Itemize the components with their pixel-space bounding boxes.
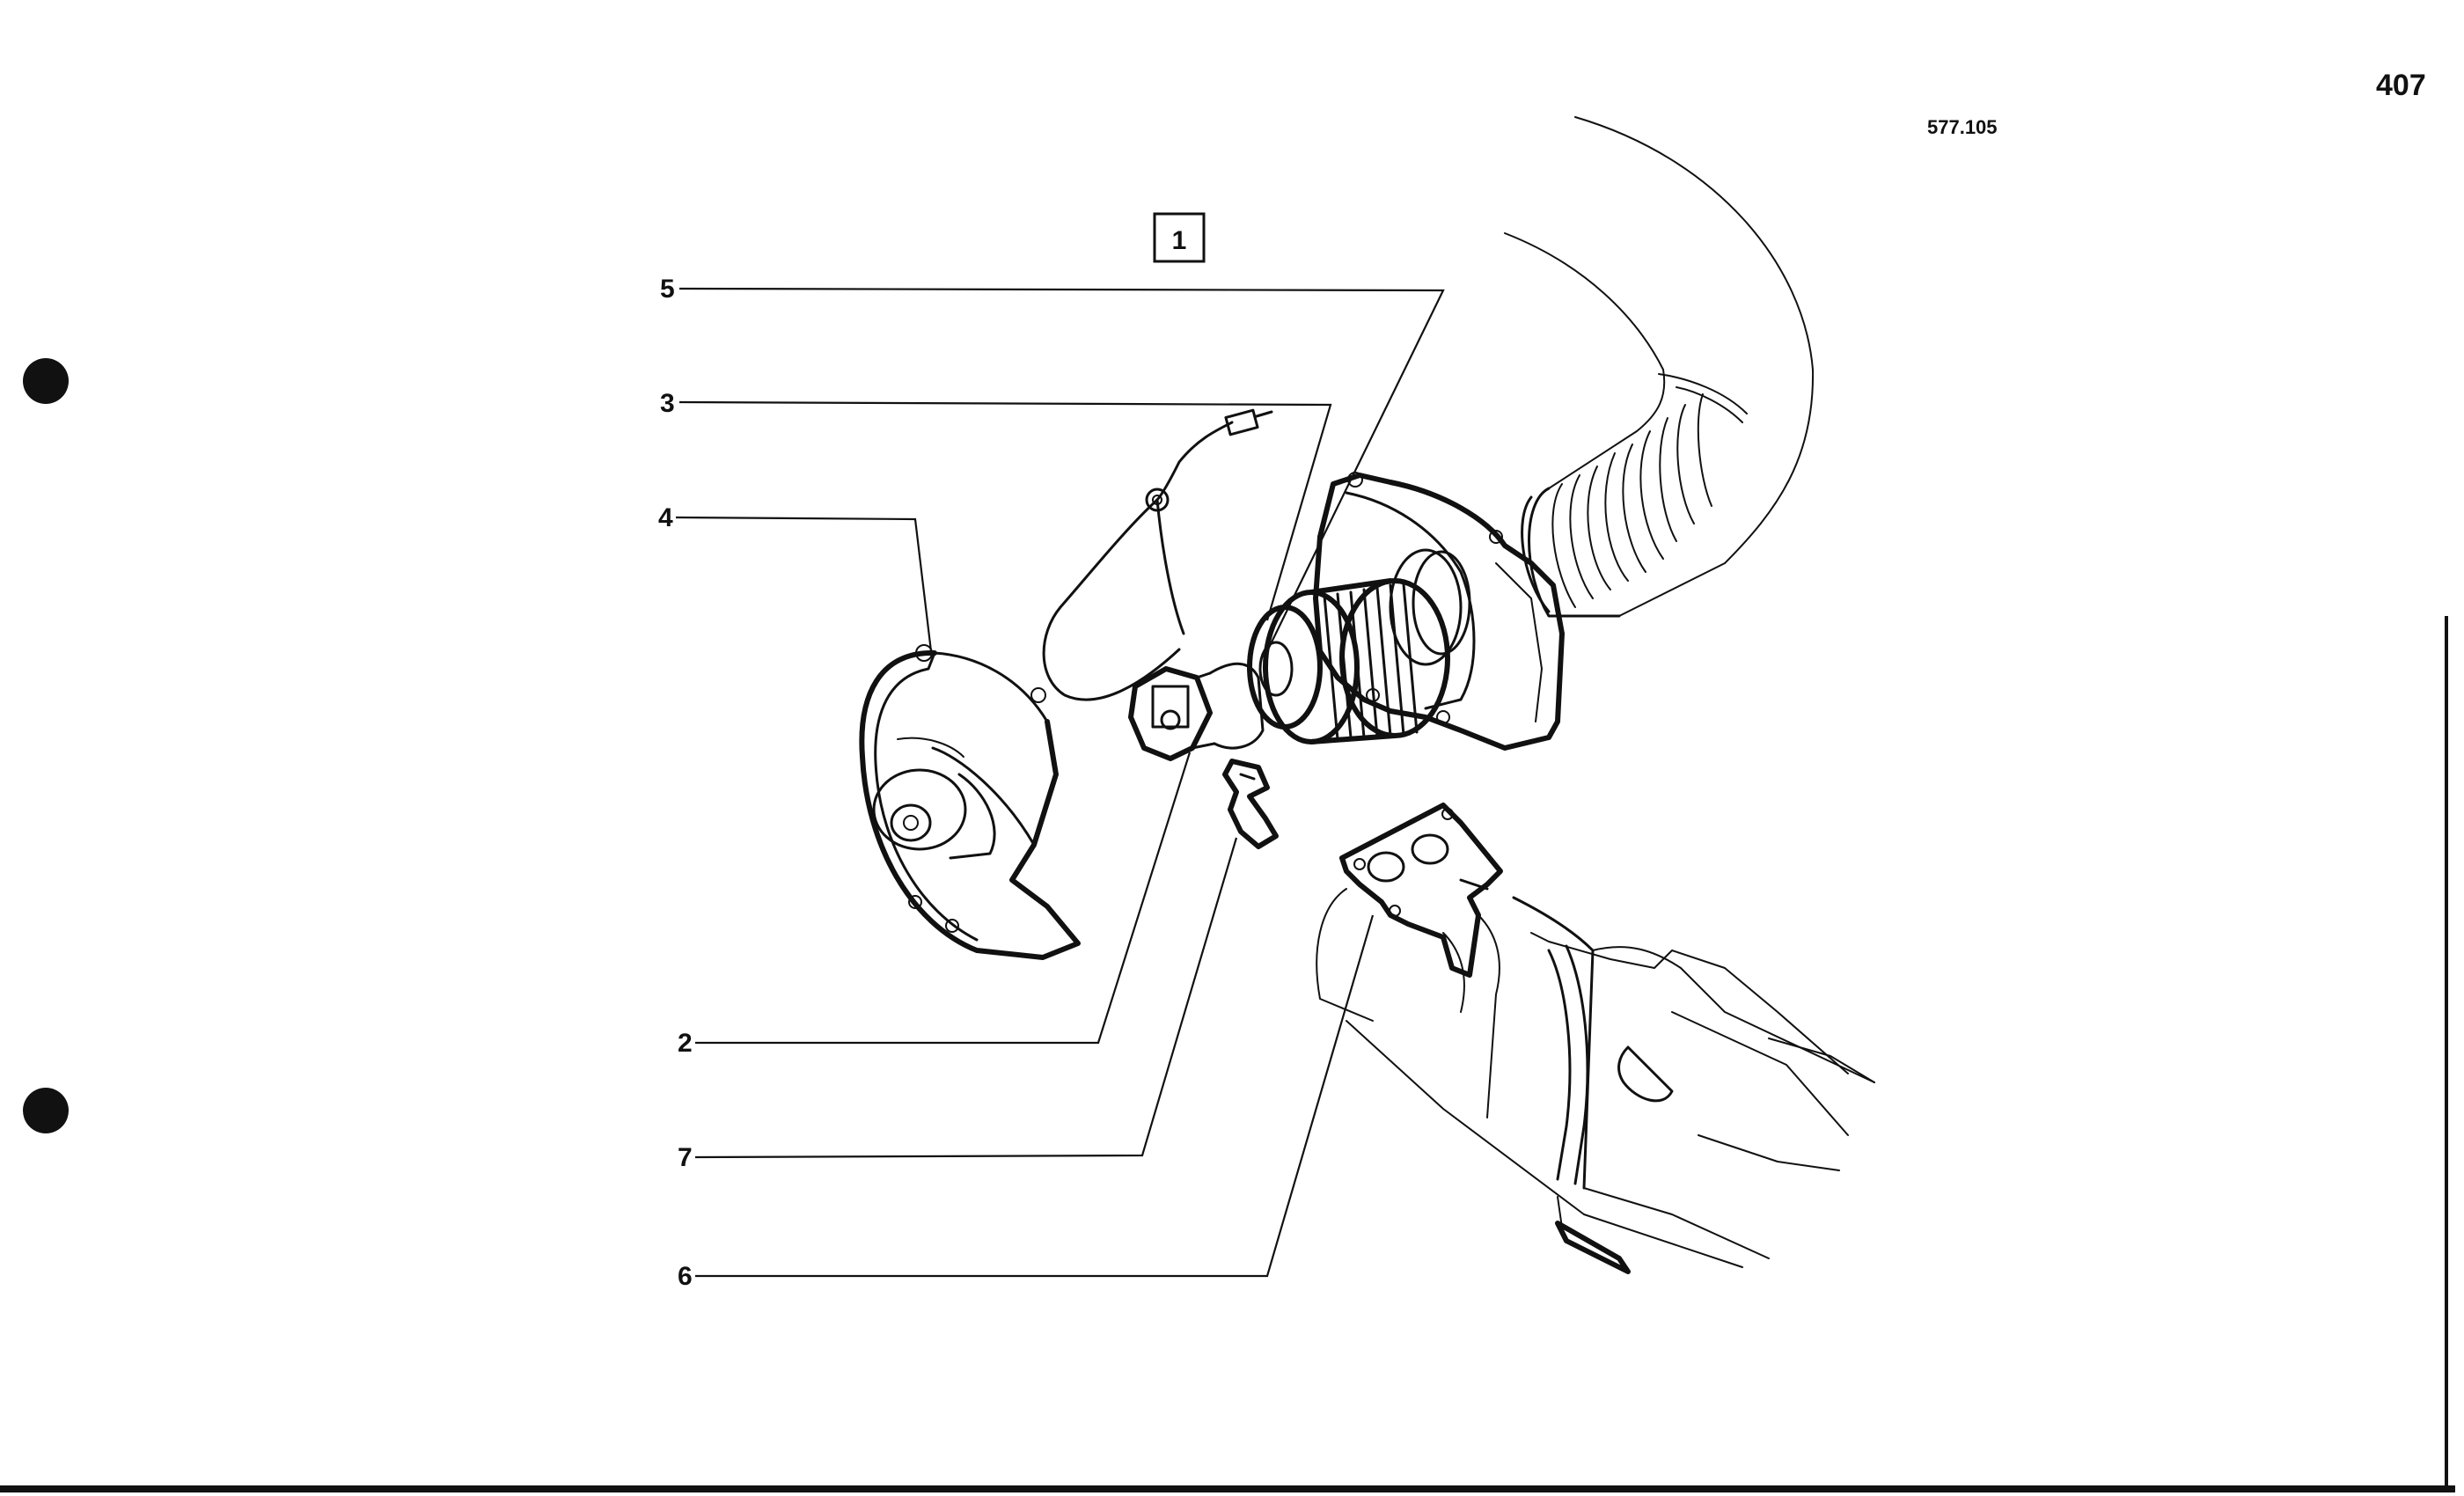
leader-line-7 (694, 837, 1238, 1159)
group-number-box: 1 (1153, 212, 1206, 263)
motor-assembly (1128, 662, 1265, 761)
callout-label-2: 2 (678, 1029, 693, 1058)
blower-housing-left (859, 644, 1081, 960)
leader-line-6 (695, 914, 1375, 1278)
mounting-bracket (1339, 803, 1503, 978)
callout-label-5: 5 (660, 275, 675, 304)
group-number: 1 (1172, 226, 1187, 255)
retaining-clip (1222, 759, 1279, 849)
blower-housing-right (1313, 472, 1565, 751)
leader-line-2 (695, 752, 1192, 1045)
callout-label-4: 4 (658, 503, 673, 532)
leader-line-4 (675, 516, 933, 652)
wiring-harness (1042, 408, 1273, 701)
leader-line-3 (678, 400, 1332, 621)
blower-fan-wheel (1247, 578, 1450, 744)
bottom-border (0, 616, 2455, 1492)
corrugated-hose (1504, 116, 1815, 618)
punch-hole-top (23, 358, 69, 404)
callout-label-6: 6 (678, 1262, 693, 1291)
punch-hole-bottom (23, 1088, 69, 1133)
air-duct (1316, 888, 1875, 1274)
figure-reference: 577.105 (1927, 116, 1998, 138)
page-number: 407 (2376, 69, 2426, 102)
callout-label-3: 3 (660, 389, 675, 418)
leader-line-5 (678, 287, 1445, 652)
callout-label-7: 7 (678, 1143, 693, 1172)
